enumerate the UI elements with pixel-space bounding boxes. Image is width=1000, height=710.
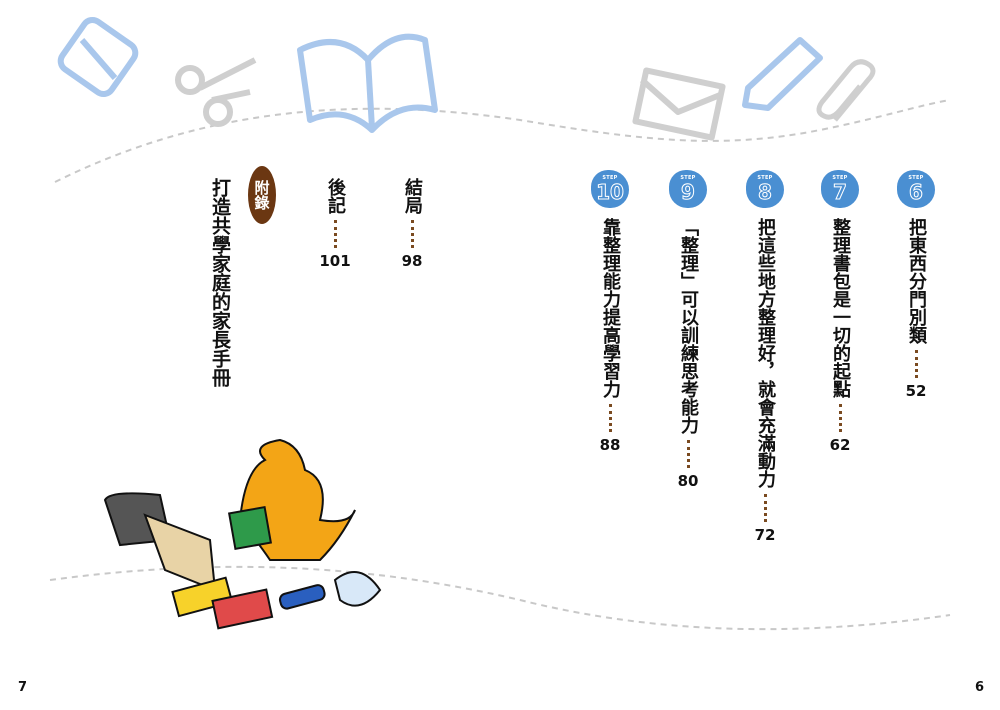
step-number: 6 [909, 180, 924, 204]
appendix-title[interactable]: 打造共學家庭的家長手冊 [209, 178, 231, 387]
scissors-icon [175, 57, 257, 127]
envelope-icon [632, 67, 726, 141]
chapter-title: 後記 [325, 178, 346, 214]
backpack-illustration [103, 492, 217, 592]
step-number: 7 [833, 180, 848, 204]
leader-dots [838, 404, 842, 432]
toc-entry-ending[interactable]: 結局 98 [390, 178, 434, 270]
chapter-title: 把東西分門別類 [906, 218, 927, 344]
step-number: 8 [758, 180, 773, 204]
toc-entry-afterword[interactable]: 後記 101 [313, 178, 357, 270]
step-number: 9 [681, 180, 696, 204]
chapter-title: 靠整理能力提高學習力 [600, 218, 621, 398]
leader-dots [410, 220, 414, 248]
page-number: 72 [754, 526, 776, 544]
page-number: 101 [319, 252, 351, 270]
page-number: 80 [677, 472, 699, 490]
chapter-title: 結局 [402, 178, 423, 214]
step-label: STEP [832, 175, 848, 181]
leader-dots [686, 440, 690, 468]
folio-right: 6 [975, 680, 985, 695]
eraser-icon [57, 16, 139, 98]
paperclip-icon [816, 59, 876, 122]
leader-dots [333, 220, 337, 248]
wavy-dashed-line-bottom [49, 565, 951, 631]
leader-dots [608, 404, 612, 432]
leader-dots [763, 494, 767, 522]
step-label: STEP [680, 175, 696, 181]
step-label: STEP [602, 175, 618, 181]
step-number: 10 [596, 180, 625, 204]
books-illustration [171, 571, 382, 630]
page-number: 52 [905, 382, 927, 400]
chapter-title: 整理書包是一切的起點 [830, 218, 851, 398]
appendix-badge: 附錄 [248, 166, 276, 224]
folio-left: 7 [18, 680, 28, 695]
leader-dots [914, 350, 918, 378]
chapter-title: 「整理」可以訓練思考能力 [678, 218, 699, 434]
kangaroo-illustration [227, 438, 356, 561]
open-book-icon [297, 33, 438, 133]
page-number: 62 [829, 436, 851, 454]
page-number: 88 [599, 436, 621, 454]
chapter-title: 把這些地方整理好，就會充滿動力 [755, 218, 776, 488]
pencil-icon [742, 37, 823, 111]
page-number: 98 [401, 252, 423, 270]
step-label: STEP [757, 175, 773, 181]
wavy-dashed-line-top [54, 99, 951, 183]
step-label: STEP [908, 175, 924, 181]
